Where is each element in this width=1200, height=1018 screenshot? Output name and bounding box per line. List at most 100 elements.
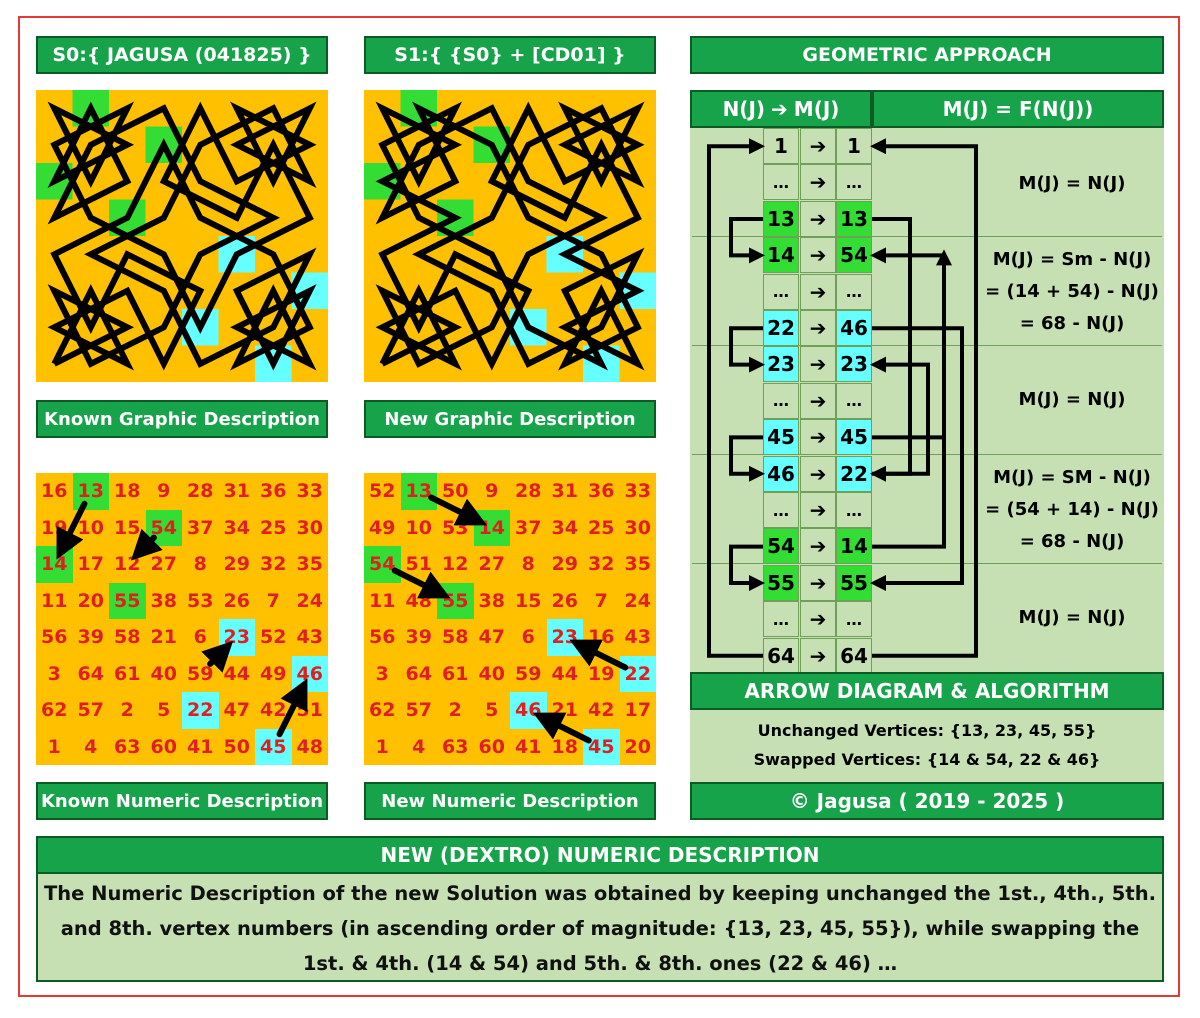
grid-cell: 51 [405,553,432,576]
grid-cell: 41 [187,735,214,758]
graphic-path-svg [36,90,328,382]
grid-cell: 51 [296,699,323,722]
grid-cell: 52 [260,626,287,649]
grid-cell: 9 [485,480,499,503]
page-frame [18,16,1180,997]
grid-cell: 14 [36,546,73,583]
grid-cell: 39 [77,626,104,649]
grid-cell: 37 [515,516,542,539]
m-cell: … [836,382,872,419]
grid-cell: 29 [223,553,250,576]
grid-cell: 22 [619,655,656,692]
grid-cell: 44 [223,662,250,685]
grid-cell: 52 [369,480,396,503]
grid-cell: 46 [291,655,328,692]
grid-cell: 61 [114,662,141,685]
known-graphic-image [36,90,328,382]
grid-cell: 59 [187,662,214,685]
grid-cell: 53 [442,516,469,539]
grid-cell: 57 [77,699,104,722]
grid-cell: 1 [47,735,61,758]
grid-cell: 42 [588,699,615,722]
grid-cell: 28 [187,480,214,503]
grid-cell: 60 [478,735,505,758]
formula-1: M(J) = N(J) [1018,173,1126,194]
grid-cell: 62 [41,699,68,722]
grid-cell: 61 [442,662,469,685]
grid-cell: 4 [412,735,426,758]
grid-cell: 27 [150,553,177,576]
grid-cell: 53 [187,589,214,612]
m-cell: 22 [836,455,872,492]
mapping-header: N(J) ➔ M(J) [690,90,872,128]
grid-cell: 49 [260,662,287,685]
n-cell: 1 [763,128,799,164]
grid-cell: 47 [223,699,250,722]
grid-cell: 37 [187,516,214,539]
grid-cell: 9 [157,480,171,503]
tour-path [375,101,645,371]
n-cell: … [763,601,799,638]
m-cell: … [836,492,872,528]
grid-cell: 18 [551,735,578,758]
grid-cell: 63 [114,735,141,758]
grid-cell: 48 [296,735,323,758]
grid-cell: 30 [296,516,323,539]
grid-cell: 11 [41,589,68,612]
grid-cell: 58 [442,626,469,649]
section-divider [692,345,1162,346]
n-cell: 55 [763,564,799,601]
m-header: M(J) [793,97,840,121]
grid-cell: 31 [551,480,578,503]
grid-cell: 10 [77,516,104,539]
map-arrow-icon: ➔ [800,382,836,419]
map-arrow-icon: ➔ [800,164,836,201]
new-graphic-image [364,90,656,382]
grid-cell: 16 [41,480,68,503]
grid-cell: 33 [296,480,323,503]
grid-cell: 35 [624,553,651,576]
grid-cell: 5 [485,699,499,722]
m-cell: … [836,601,872,638]
grid-cell: 14 [473,509,510,546]
grid-cell: 21 [150,626,177,649]
grid-cell: 15 [515,589,542,612]
grid-cell: 19 [588,662,615,685]
grid-cell: 32 [588,553,615,576]
grid-cell: 23 [218,619,255,656]
grid-cell: 15 [114,516,141,539]
n-cell: 13 [763,200,799,237]
unchanged-vertices-text: Unchanged Vertices: {13, 23, 45, 55} [757,721,1097,740]
geometric-title: GEOMETRIC APPROACH [690,36,1164,74]
grid-cell: 20 [77,589,104,612]
grid-cell: 54 [364,546,401,583]
formula-2-line-1: M(J) = Sm - N(J) [992,249,1152,270]
grid-cell: 26 [223,589,250,612]
map-arrow-icon: ➔ [800,492,836,528]
section-divider [692,563,1162,564]
grid-cell: 35 [296,553,323,576]
m-cell: 23 [836,346,872,383]
grid-cell: 36 [260,480,287,503]
formula-3: M(J) = N(J) [1018,389,1126,410]
m-cell: … [836,164,872,201]
n-cell: 14 [763,237,799,274]
grid-cell: 28 [515,480,542,503]
map-arrow-icon: ➔ [800,564,836,601]
grid-cell: 55 [437,582,474,619]
map-arrow-icon: ➔ [800,237,836,274]
map-arrow-icon: ➔ [800,419,836,456]
n-cell: 22 [763,310,799,346]
n-cell: … [763,382,799,419]
grid-cell: 63 [442,735,469,758]
new-graphic-label: New Graphic Description [364,400,656,438]
grid-cell: 45 [583,728,620,765]
map-arrow-icon: ➔ [800,310,836,346]
map-arrow-icon: ➔ [800,128,836,164]
m-cell: … [836,273,872,310]
graphic-path-svg [364,90,656,382]
grid-cell: 8 [193,553,207,576]
grid-cell: 41 [515,735,542,758]
grid-cell: 49 [369,516,396,539]
m-cell: 14 [836,528,872,565]
